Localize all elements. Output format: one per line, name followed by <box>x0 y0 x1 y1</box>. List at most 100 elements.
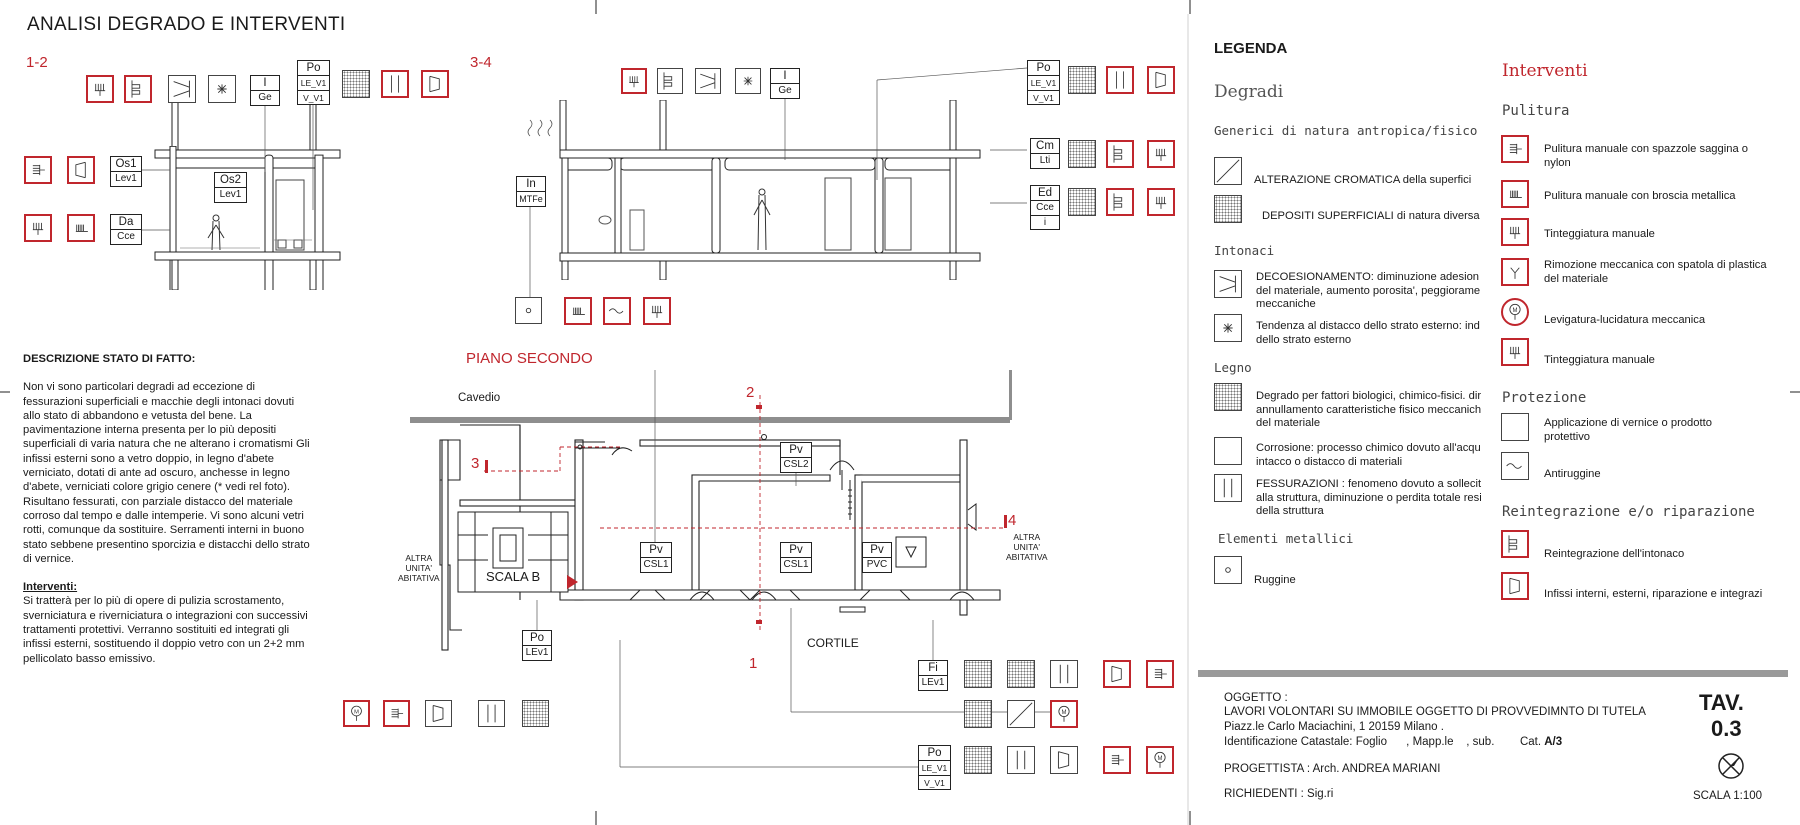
deposits-icon <box>1068 140 1096 168</box>
legend-tendenza: Tendenza al distacco dello strato estern… <box>1256 320 1480 346</box>
compass-icon <box>1718 753 1744 779</box>
titleblock-bar <box>1198 670 1788 677</box>
decohesion-icon <box>695 68 721 94</box>
description-block: DESCRIZIONE STATO DI FATTO: Non vi sono … <box>23 352 313 666</box>
polishing-icon: M <box>343 700 370 727</box>
section-3-4-drawing <box>527 100 981 280</box>
window-frame-icon <box>1147 66 1175 94</box>
deposits-icon <box>964 700 992 728</box>
legend-protezione: Protezione <box>1502 390 1587 406</box>
detachment-icon <box>208 75 236 103</box>
metal-brush-icon <box>1103 746 1131 774</box>
titleblock-scala: SCALA 1:100 <box>1693 790 1763 802</box>
section-label-1-2: 1-2 <box>26 54 48 71</box>
brush-icon <box>24 156 52 184</box>
legend-pr2: Antiruggine <box>1544 468 1601 480</box>
window-frame-icon <box>1050 746 1078 774</box>
plan-right-wall <box>1009 370 1012 420</box>
brush-icon <box>643 297 671 325</box>
antirust-icon <box>1501 452 1529 480</box>
fissures-icon <box>1050 660 1078 688</box>
legend-p3: Tinteggiatura manuale <box>1544 228 1655 240</box>
plan-label-scala-b: SCALA B <box>486 569 541 584</box>
legend-corrosione: Corrosione: processo chimico dovuto all'… <box>1256 442 1481 468</box>
plaster-reintegration-icon <box>124 75 152 103</box>
titleblock-tav: TAV. <box>1699 690 1744 715</box>
detachment-icon <box>735 68 761 94</box>
window-frame-icon <box>1103 660 1131 688</box>
cut-label-4: 4 <box>1008 512 1017 529</box>
legend-generici: Generici di natura antropica/fisico ch <box>1214 124 1486 138</box>
rust-icon <box>515 297 542 324</box>
legend-interventi: Interventi <box>1502 61 1588 81</box>
legend-legno: Legno <box>1214 360 1252 375</box>
legend-r1: Reintegrazione dell'intonaco <box>1544 548 1685 560</box>
titleblock-tav-number: 0.3 <box>1711 716 1742 741</box>
brush-icon <box>86 75 114 103</box>
plaster-reintegration-icon <box>1106 140 1134 168</box>
antirust-icon <box>603 297 631 325</box>
window-frame-icon <box>421 70 449 98</box>
legend-metallici: Elementi metallici <box>1218 531 1354 546</box>
leader-lines-1-2 <box>142 67 1028 297</box>
legend-title: LEGENDA <box>1214 40 1288 57</box>
color-alteration-icon <box>1214 157 1242 185</box>
description-heading: DESCRIZIONE STATO DI FATTO: <box>23 353 196 365</box>
titleblock-line3: Identificazione Catastale: Foglio , Mapp… <box>1224 736 1563 748</box>
legend-reintegrazione: Reintegrazione e/o riparazione <box>1502 504 1755 520</box>
cut-label-2: 2 <box>746 384 755 401</box>
plaster-reintegration-icon <box>1106 188 1134 216</box>
legend-p4: Rimozione meccanica con spatola di plast… <box>1544 259 1767 285</box>
titleblock-line1: LAVORI VOLONTARI SU IMMOBILE OGGETTO DI … <box>1224 706 1646 718</box>
decohesion-icon <box>168 75 196 103</box>
deposits-icon <box>342 70 370 98</box>
interventi-body: Si tratterà per lo più di opere di puliz… <box>23 595 308 665</box>
legend-ruggine: Ruggine <box>1254 574 1296 586</box>
cut-label-3: 3 <box>471 455 480 472</box>
cut-label-1: 1 <box>749 655 758 672</box>
deposits-icon <box>964 660 992 688</box>
description-body: Non vi sono particolari degradi ad eccez… <box>23 381 310 565</box>
legend-decoesionamento: DECOESIONAMENTO: diminuzione adesion del… <box>1256 271 1481 310</box>
svg-text:M: M <box>1062 710 1067 716</box>
metal-brush-icon <box>1501 180 1529 208</box>
metal-brush-icon <box>383 700 410 727</box>
titleblock-line2: Piazz.le Carlo Maciachini, 1 20159 Milan… <box>1224 721 1444 733</box>
brush-icon <box>621 68 647 94</box>
legend-pulitura: Pulitura <box>1502 103 1570 119</box>
sheet-title: ANALISI DEGRADO E INTERVENTI <box>27 14 346 35</box>
deposits-icon <box>1068 66 1096 94</box>
deposits-icon <box>964 746 992 774</box>
biological-degrade-icon <box>1214 383 1242 411</box>
brush-icon <box>1146 660 1174 688</box>
paint-brush-icon <box>1501 338 1529 366</box>
legend-p5: Levigatura-lucidatura meccanica <box>1544 314 1706 326</box>
fissures-icon <box>478 700 505 727</box>
section-label-3-4: 3-4 <box>470 54 492 71</box>
fissures-icon <box>1007 746 1035 774</box>
legend-p6: Tinteggiatura manuale <box>1544 354 1655 366</box>
plaster-reintegration-icon <box>1501 530 1529 558</box>
spatula-icon <box>1501 258 1529 286</box>
titleblock-richiedenti: RICHIEDENTI : Sig.ri <box>1224 788 1334 800</box>
fissures-icon <box>381 70 409 98</box>
paint-brush-icon <box>1501 218 1529 246</box>
window-frame-icon <box>67 156 95 184</box>
fissures-icon <box>1214 474 1242 502</box>
floor-plan-drawing <box>439 395 1007 651</box>
deposits-icon <box>522 700 549 727</box>
detachment-icon <box>1214 314 1242 342</box>
legend-r2: Infissi interni, esterni, riparazione e … <box>1544 588 1763 600</box>
